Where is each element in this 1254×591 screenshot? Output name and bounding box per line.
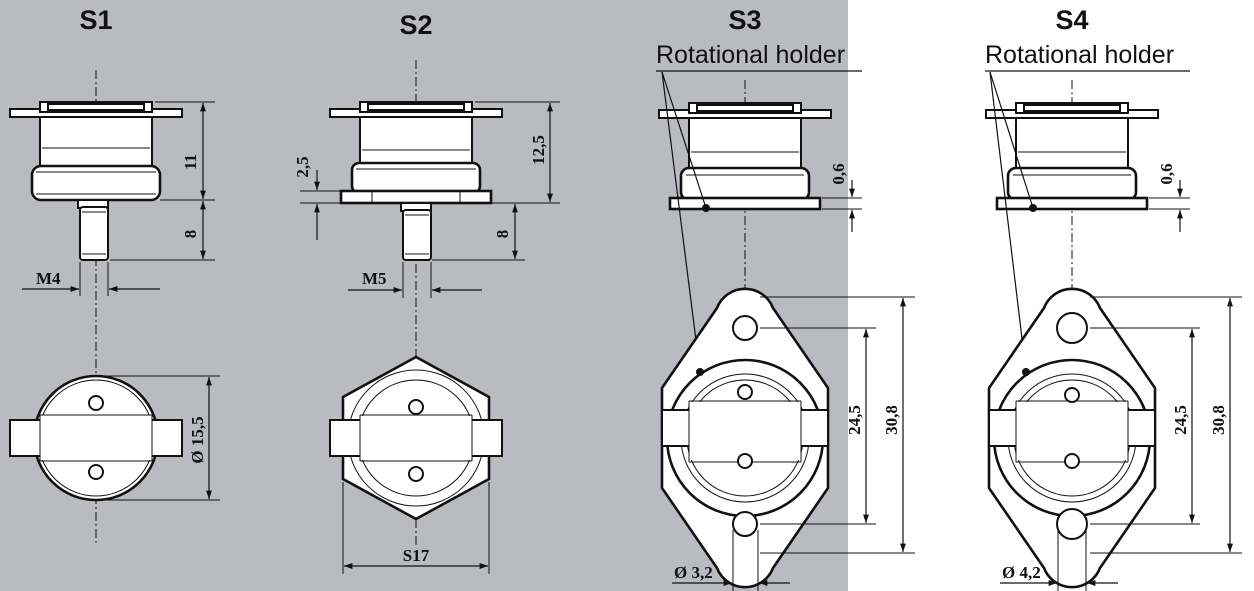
diameter-dim-s1: Ø 15,5 bbox=[100, 375, 220, 501]
holder-marker-side-s4 bbox=[1029, 204, 1037, 212]
dim-s1-thread: M4 bbox=[36, 269, 61, 288]
dim-s3-hole-spacing: 24,5 bbox=[845, 405, 864, 435]
variant-s2: S2 2,5 bbox=[293, 10, 560, 574]
title-s2: S2 bbox=[399, 10, 432, 40]
dim-s4-length: 30,8 bbox=[1209, 405, 1228, 435]
dim-s2-height-stud: 8 bbox=[493, 230, 512, 239]
side-view-s1 bbox=[9, 101, 183, 261]
hex-dim-s2: S17 bbox=[342, 482, 490, 574]
top-view-s3 bbox=[660, 287, 830, 589]
variant-s1: S1 11 8 M4 bbox=[9, 5, 220, 545]
thickness-dim-s4: 0,6 bbox=[1149, 163, 1190, 232]
side-view-s2 bbox=[329, 101, 503, 261]
holder-marker-top-s3 bbox=[696, 368, 704, 376]
dim-s3-thickness: 0,6 bbox=[829, 163, 848, 184]
dimensions-s2: 2,5 12,5 8 M5 bbox=[293, 101, 560, 298]
dim-s2-hex: S17 bbox=[403, 546, 430, 565]
variant-s3: S3 Rotational holder 0,6 bbox=[656, 5, 915, 591]
outer-dims-s3: 30,8 24,5 Ø 3,2 bbox=[672, 296, 915, 591]
title-s4: S4 bbox=[1055, 5, 1088, 35]
dim-s4-thickness: 0,6 bbox=[1157, 163, 1176, 184]
thickness-dim-s3: 0,6 bbox=[822, 163, 862, 232]
title-s3: S3 bbox=[728, 5, 761, 35]
side-view-s3 bbox=[658, 102, 832, 211]
holder-label-s4: Rotational holder bbox=[985, 41, 1174, 69]
outer-dims-s4: 30,8 24,5 Ø 4,2 bbox=[1000, 296, 1242, 591]
holder-marker-top-s4 bbox=[1022, 368, 1030, 376]
top-view-s1 bbox=[9, 374, 183, 502]
holder-label-s3: Rotational holder bbox=[656, 41, 845, 69]
dim-s4-hole-spacing: 24,5 bbox=[1171, 405, 1190, 435]
dim-s2-thread: M5 bbox=[362, 269, 387, 288]
top-view-s4 bbox=[987, 287, 1157, 589]
dim-s4-hole-dia: Ø 4,2 bbox=[1002, 563, 1041, 582]
side-view-s4 bbox=[985, 102, 1159, 211]
dim-s3-hole-dia: Ø 3,2 bbox=[674, 563, 713, 582]
top-view-s2 bbox=[329, 355, 503, 521]
dim-s3-length: 30,8 bbox=[882, 405, 901, 435]
dim-s2-height-top: 12,5 bbox=[529, 135, 548, 165]
rotational-holder-leaders-s4 bbox=[989, 71, 1037, 373]
holder-marker-side-s3 bbox=[702, 204, 710, 212]
variant-s4: S4 Rotational holder 0,6 bbox=[985, 5, 1242, 591]
dim-s2-flange: 2,5 bbox=[293, 156, 312, 177]
dim-s1-diameter: Ø 15,5 bbox=[188, 416, 207, 463]
title-s1: S1 bbox=[79, 5, 112, 35]
dimensions-s1: 11 8 M4 bbox=[22, 101, 215, 296]
dim-s1-height-top: 11 bbox=[181, 154, 200, 170]
dim-s1-height-stud: 8 bbox=[181, 230, 200, 239]
rotational-holder-leaders-s3 bbox=[661, 71, 710, 373]
